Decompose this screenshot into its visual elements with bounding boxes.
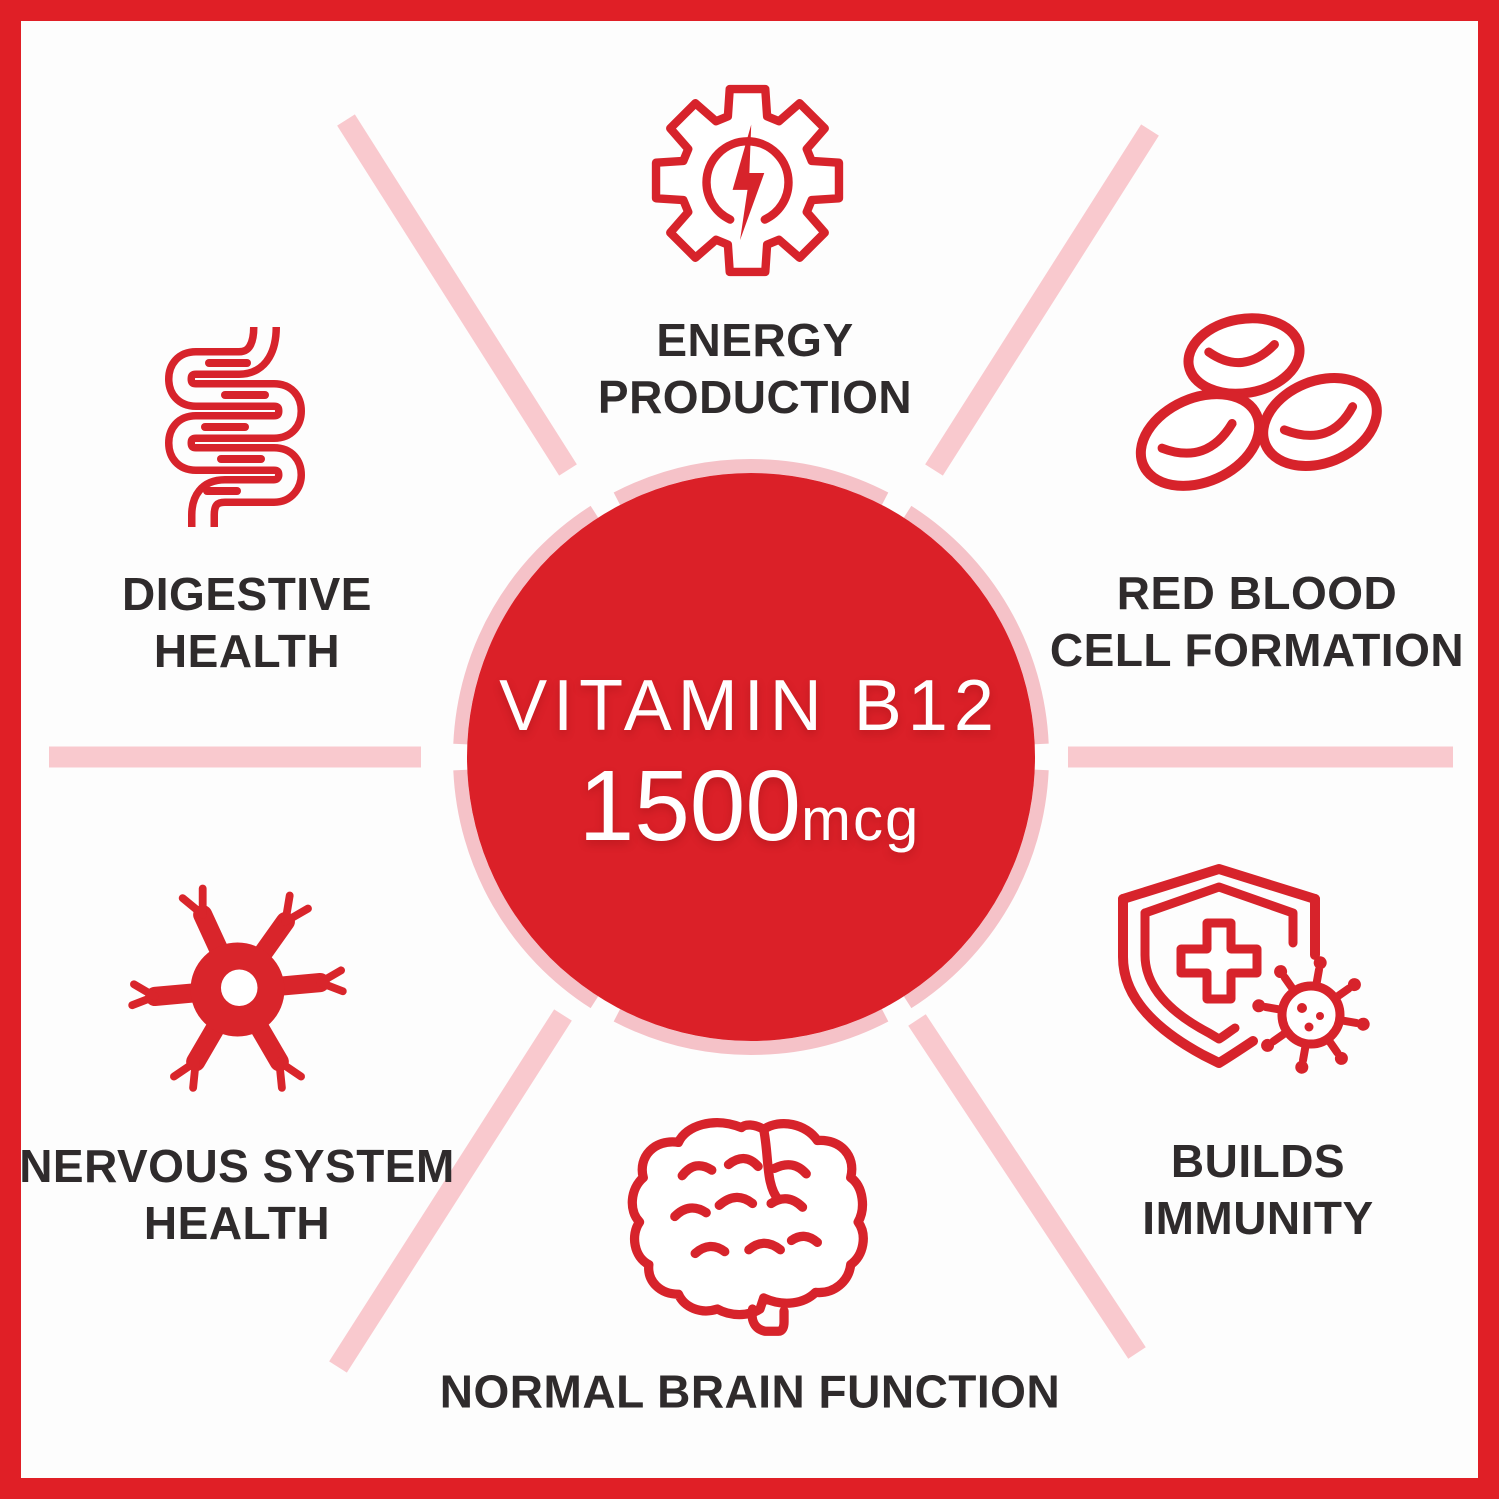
segmented-ring (453, 459, 1049, 1055)
intestines-icon (165, 319, 305, 535)
label-line: NERVOUS SYSTEM (19, 1140, 455, 1192)
label-line: IMMUNITY (1142, 1192, 1374, 1244)
center-dose: 1500mcg (0, 750, 1499, 876)
gear-lightning-icon (651, 84, 844, 277)
label-line: HEALTH (153, 625, 341, 677)
benefit-label-energy-production: ENERGY PRODUCTION (598, 312, 912, 426)
neuron-icon (128, 884, 347, 1092)
label-line: HEALTH (143, 1197, 331, 1249)
center-title: VITAMIN B12 (499, 666, 1000, 746)
label-line: DIGESTIVE (122, 568, 372, 620)
sector-divider-spokes (49, 114, 1453, 1373)
brain-icon (627, 1118, 868, 1336)
red-blood-cells-icon (1135, 313, 1382, 491)
label-line: CELL FORMATION (1049, 624, 1465, 676)
label-line: RED BLOOD (1116, 567, 1398, 619)
label-line: BUILDS (1170, 1135, 1346, 1187)
dose-value: 1500 (578, 750, 802, 862)
benefit-label-normal-brain-function: NORMAL BRAIN FUNCTION (440, 1364, 1060, 1421)
benefit-label-builds-immunity: BUILDS IMMUNITY (1142, 1133, 1373, 1247)
center-circle (467, 473, 1035, 1041)
label-line: PRODUCTION (597, 371, 913, 423)
dose-unit: mcg (801, 786, 921, 853)
label-line: NORMAL BRAIN FUNCTION (439, 1365, 1061, 1418)
virus-glyph (1252, 956, 1370, 1074)
benefit-label-digestive-health: DIGESTIVE HEALTH (122, 566, 372, 680)
shield-virus-icon (1118, 864, 1370, 1074)
center-badge: VITAMIN B12 1500mcg (0, 664, 1499, 876)
benefit-label-red-blood-cell-formation: RED BLOOD CELL FORMATION (1050, 565, 1464, 679)
benefit-label-nervous-system-health: NERVOUS SYSTEM HEALTH (19, 1138, 455, 1252)
label-line: ENERGY (656, 314, 854, 366)
